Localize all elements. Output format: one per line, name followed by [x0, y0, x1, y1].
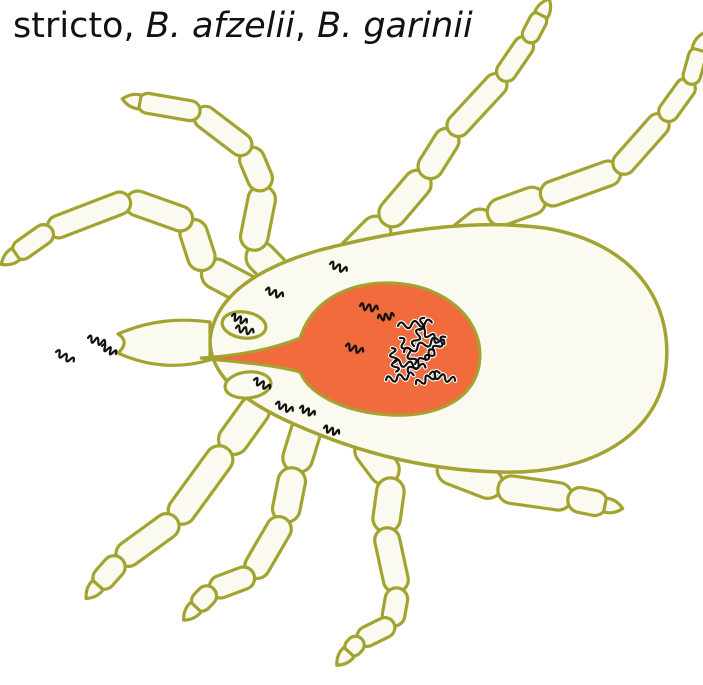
claw-icon	[692, 33, 703, 52]
leg-segment	[44, 189, 134, 241]
leg-segment	[122, 188, 196, 235]
claw-icon	[604, 498, 623, 513]
leg-icon	[184, 412, 325, 620]
claw-icon	[122, 94, 141, 109]
leg-segment	[371, 476, 406, 534]
leg-segment	[238, 183, 278, 252]
leg-segment	[496, 474, 574, 512]
leg-icon	[337, 429, 411, 665]
leg-segment	[136, 92, 201, 122]
leg-icon	[1, 188, 266, 311]
mouthparts-icon	[118, 320, 210, 365]
leg-segment	[372, 525, 410, 594]
spirochete-squiggle-icon	[54, 349, 75, 364]
spirochete-squiggle-icon	[100, 343, 117, 357]
leg-segment	[537, 158, 624, 210]
